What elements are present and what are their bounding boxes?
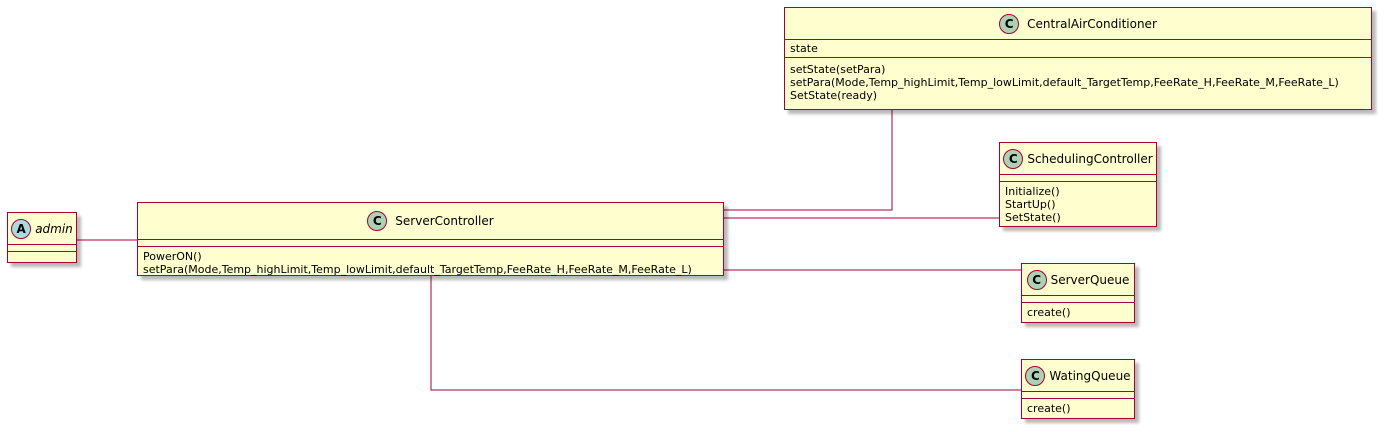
class-server-controller[interactable]: C ServerController PowerON() setPara(Mod… xyxy=(137,202,724,276)
class-stereotype-icon: C xyxy=(999,13,1020,34)
method: SetState() xyxy=(1005,211,1061,224)
class-header: C CentralAirConditioner xyxy=(785,8,1371,39)
method: StartUp() xyxy=(1005,198,1056,211)
class-name: admin xyxy=(35,221,73,236)
methods-section xyxy=(8,251,76,258)
class-name: CentralAirConditioner xyxy=(1027,16,1157,31)
class-name: WatingQueue xyxy=(1049,368,1131,383)
class-header: C ServerQueue xyxy=(1022,264,1134,295)
class-name: SchedulingController xyxy=(1027,151,1153,166)
attributes-section xyxy=(138,239,723,246)
class-stereotype-icon: C xyxy=(1026,269,1047,290)
attributes-section xyxy=(1000,174,1156,181)
methods-section: Initialize() StartUp() SetState() xyxy=(1000,181,1156,226)
class-scheduling-controller[interactable]: C SchedulingController Initialize() Star… xyxy=(999,142,1157,227)
class-admin[interactable]: A admin xyxy=(7,212,77,263)
class-name: ServerController xyxy=(395,214,494,228)
class-header: A admin xyxy=(8,213,76,244)
methods-section: setState(setPara) setPara(Mode,Temp_high… xyxy=(785,57,1371,104)
class-central-air-conditioner[interactable]: C CentralAirConditioner state setState(s… xyxy=(784,7,1372,110)
attributes-section xyxy=(1022,295,1134,302)
attributes-section: state xyxy=(785,39,1371,57)
method: create() xyxy=(1027,306,1071,319)
attributes-section xyxy=(1022,391,1134,398)
attribute: state xyxy=(790,42,818,55)
edge-server-central xyxy=(724,110,893,211)
abstract-stereotype-icon: A xyxy=(11,218,32,239)
method: setPara(Mode,Temp_highLimit,Temp_lowLimi… xyxy=(790,76,1339,89)
attributes-section xyxy=(8,244,76,251)
methods-section: PowerON() setPara(Mode,Temp_highLimit,Te… xyxy=(138,246,723,278)
class-header: C WatingQueue xyxy=(1022,360,1134,391)
class-wating-queue[interactable]: C WatingQueue create() xyxy=(1021,359,1135,419)
class-name: ServerQueue xyxy=(1050,272,1130,287)
class-stereotype-icon: C xyxy=(1025,365,1046,386)
method: SetState(ready) xyxy=(790,89,878,102)
method: create() xyxy=(1027,402,1071,415)
class-stereotype-icon: C xyxy=(367,211,388,231)
class-stereotype-icon: C xyxy=(1003,148,1024,169)
methods-section: create() xyxy=(1022,398,1134,417)
class-server-queue[interactable]: C ServerQueue create() xyxy=(1021,263,1135,323)
class-header: C ServerController xyxy=(138,203,723,239)
methods-section: create() xyxy=(1022,302,1134,321)
method: PowerON() xyxy=(143,250,202,263)
method: setState(setPara) xyxy=(790,63,886,76)
method: Initialize() xyxy=(1005,185,1060,198)
class-header: C SchedulingController xyxy=(1000,143,1156,174)
method: setPara(Mode,Temp_highLimit,Temp_lowLimi… xyxy=(143,263,692,276)
edge-server-watingqueue xyxy=(430,276,1021,391)
